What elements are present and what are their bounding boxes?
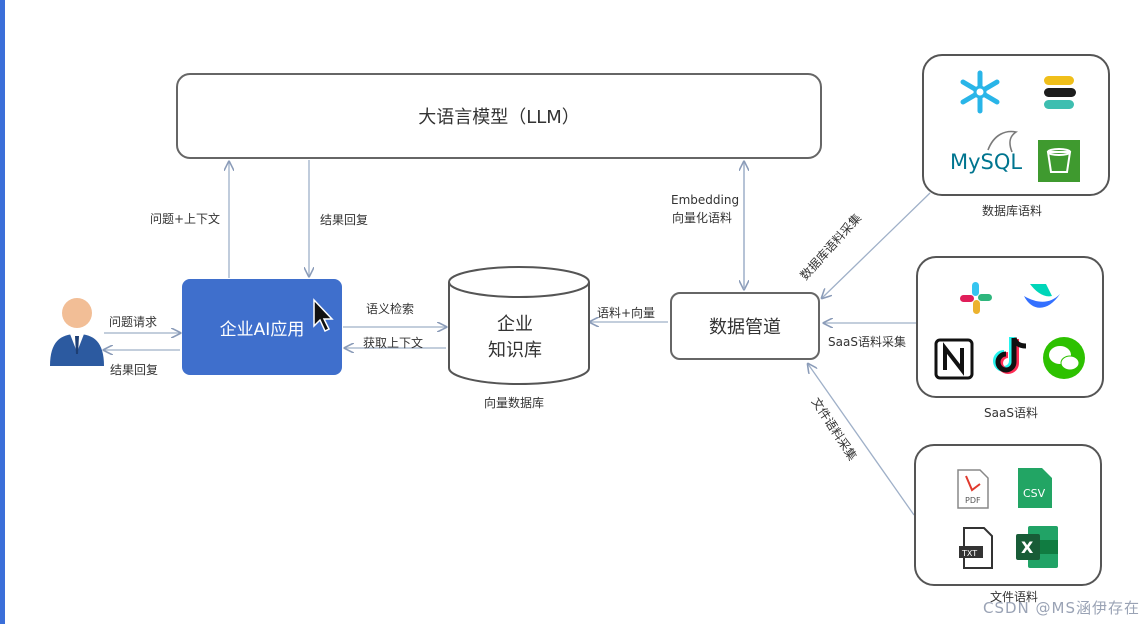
kb-label-line2: 知识库 xyxy=(488,340,542,361)
svg-text:X: X xyxy=(1021,538,1034,557)
knowledge-base-cylinder[interactable] xyxy=(446,264,592,388)
database-corpus-caption: 数据库语料 xyxy=(982,204,1043,218)
elastic-icon xyxy=(1044,76,1076,109)
llm-label: 大语言模型（LLM） xyxy=(418,107,580,128)
edge-label-question-context: 问题+上下文 xyxy=(150,212,221,226)
excel-icon: X xyxy=(1016,526,1058,568)
database-corpus-panel[interactable]: MySQL xyxy=(922,54,1110,196)
mysql-dolphin-icon xyxy=(987,130,1019,153)
edge-label-corpus-vector: 语料+向量 xyxy=(597,306,656,320)
tiktok-icon xyxy=(993,337,1027,374)
pdf-file-icon: PDF xyxy=(957,469,989,509)
edge-label-get-context: 获取上下文 xyxy=(363,336,424,350)
feishu-icon xyxy=(1024,284,1060,308)
csv-file-icon: CSV xyxy=(1018,468,1052,508)
data-pipeline-box[interactable]: 数据管道 xyxy=(670,292,820,360)
slack-icon xyxy=(960,282,992,314)
edge-label-result-reply-llm: 结果回复 xyxy=(320,213,369,227)
saas-corpus-caption: SaaS语料 xyxy=(984,406,1038,420)
edge-label-saas-collect: SaaS语料采集 xyxy=(828,335,906,349)
svg-text:CSV: CSV xyxy=(1023,487,1046,500)
svg-text:PDF: PDF xyxy=(965,496,981,505)
svg-text:TXT: TXT xyxy=(961,549,977,558)
edge-label-vectorize-corpus: 向量化语料 xyxy=(672,211,733,225)
s3-bucket-icon xyxy=(1038,140,1080,182)
watermark: CSDN @MS涵伊存在 xyxy=(983,599,1140,617)
kb-label-line1: 企业 xyxy=(497,314,533,335)
mysql-icon: MySQL xyxy=(950,150,1023,174)
wechat-icon xyxy=(1043,337,1085,379)
txt-file-icon: TXT xyxy=(959,527,993,569)
app-label: 企业AI应用 xyxy=(219,319,305,340)
pipeline-label: 数据管道 xyxy=(709,317,781,338)
llm-box[interactable]: 大语言模型（LLM） xyxy=(176,73,822,159)
enterprise-ai-app-box[interactable]: 企业AI应用 xyxy=(182,279,342,375)
file-corpus-caption: 文件语料 xyxy=(990,590,1039,604)
edge-label-embedding: Embedding xyxy=(671,193,740,207)
kb-caption: 向量数据库 xyxy=(484,396,545,410)
left-accent-bar xyxy=(0,0,5,624)
mouse-cursor-icon xyxy=(313,298,334,333)
user-avatar-icon xyxy=(50,298,104,366)
notion-icon xyxy=(934,338,974,380)
edge-label-semantic-search: 语义检索 xyxy=(366,302,415,316)
file-corpus-panel[interactable]: PDF CSV TXT X xyxy=(914,444,1102,586)
snowflake-icon xyxy=(960,70,1000,114)
edge-label-user-request: 问题请求 xyxy=(109,315,158,329)
edge-label-user-reply: 结果回复 xyxy=(110,363,159,377)
saas-corpus-panel[interactable] xyxy=(916,256,1104,398)
